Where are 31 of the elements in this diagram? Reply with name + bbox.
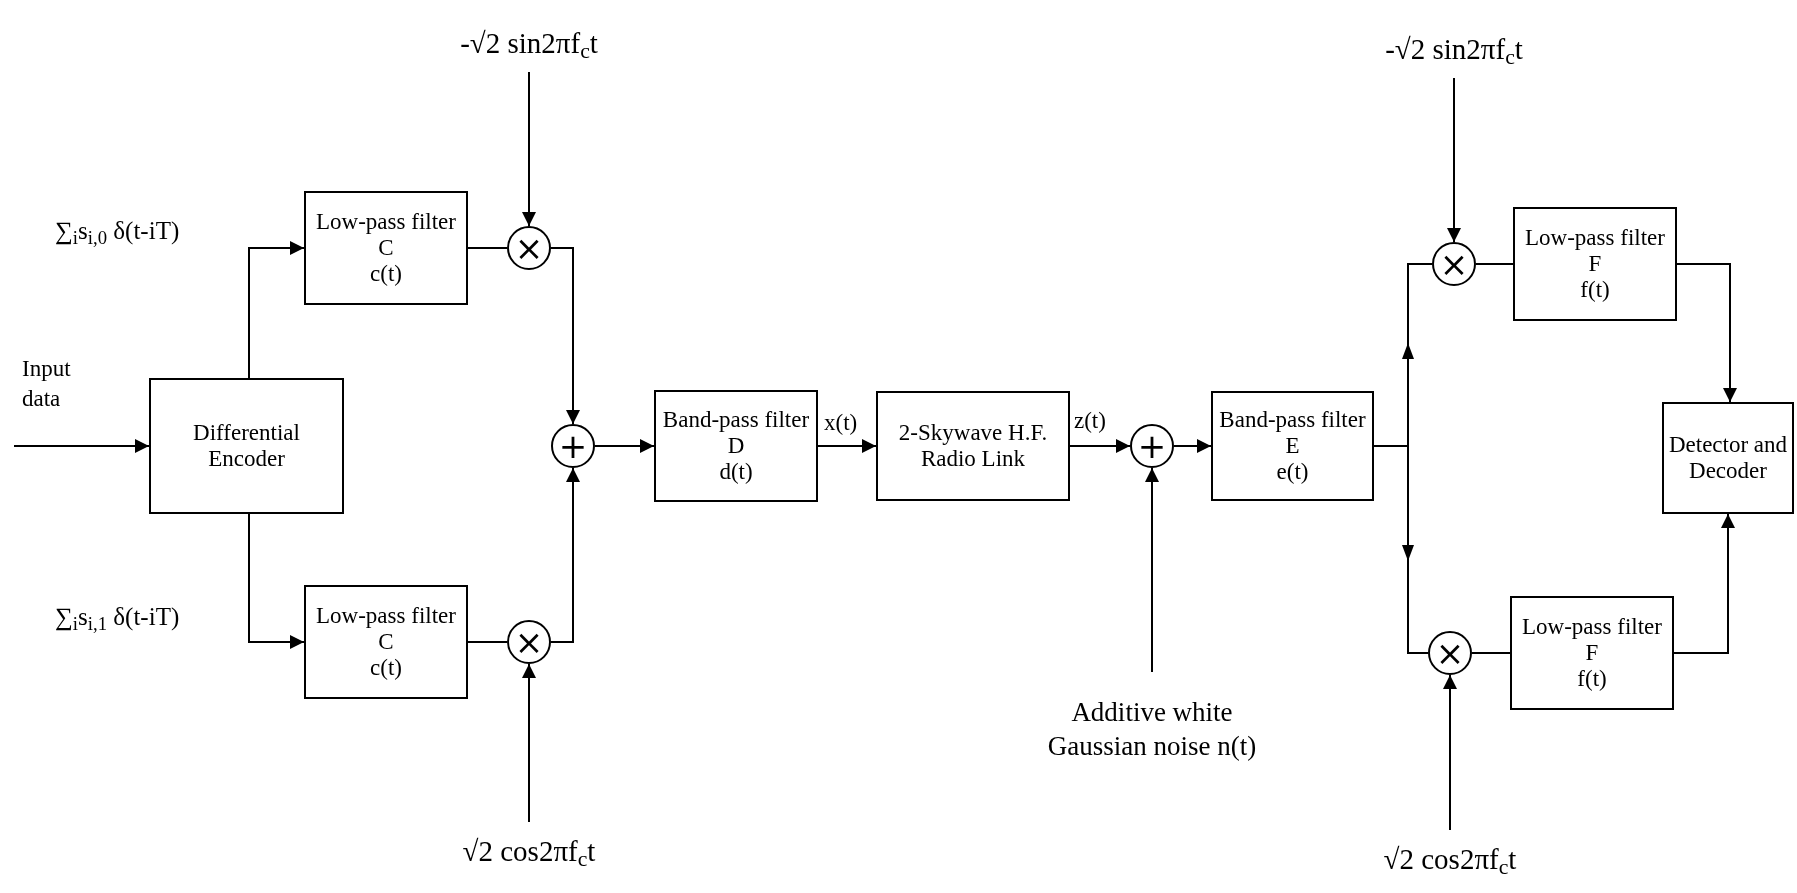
multiplier-symbol: × [507, 620, 551, 664]
box-text: Differential Encoder [192, 420, 301, 472]
detector-box [1662, 402, 1794, 514]
noise-label: Additive white Gaussian noise n(t) [1030, 672, 1274, 786]
sum-formula: ∑$_{i}$s$_{i,0}$ δ(t-iT) [55, 216, 180, 250]
box-text: 2-Skywave H.F. Radio Link [897, 420, 1049, 472]
multiplier-symbol: × [507, 226, 551, 270]
box-text: f(t) [1577, 666, 1607, 692]
encoder-box [149, 378, 344, 514]
filter-box [304, 585, 468, 699]
carrier-label: √2 cos2πf$_{c}$t [1330, 830, 1570, 888]
filter-box [1513, 207, 1677, 321]
summing-junction: + [551, 424, 595, 468]
filter-box [654, 390, 818, 502]
multiplier-symbol: × [1432, 242, 1476, 286]
carrier-label: -√2 sin2πf$_{c}$t [409, 14, 649, 72]
filter-box [1510, 596, 1674, 710]
box-text: c(t) [370, 261, 402, 287]
filter-box [304, 191, 468, 305]
box-text: c(t) [370, 655, 402, 681]
channel-box [876, 391, 1070, 501]
carrier-label: -√2 sin2πf$_{c}$t [1334, 20, 1574, 78]
carrier-label: √2 cos2πf$_{c}$t [409, 822, 649, 880]
sum-formula: ∑$_{i}$s$_{i,1}$ δ(t-iT) [55, 602, 180, 636]
multiplier-symbol: × [1428, 631, 1472, 675]
filter-box [1211, 391, 1374, 501]
box-text: d(t) [719, 459, 753, 485]
summing-junction: + [1130, 424, 1174, 468]
box-text: e(t) [1276, 459, 1309, 485]
box-text: f(t) [1580, 277, 1610, 303]
box-text: Detector and Decoder [1668, 432, 1788, 484]
